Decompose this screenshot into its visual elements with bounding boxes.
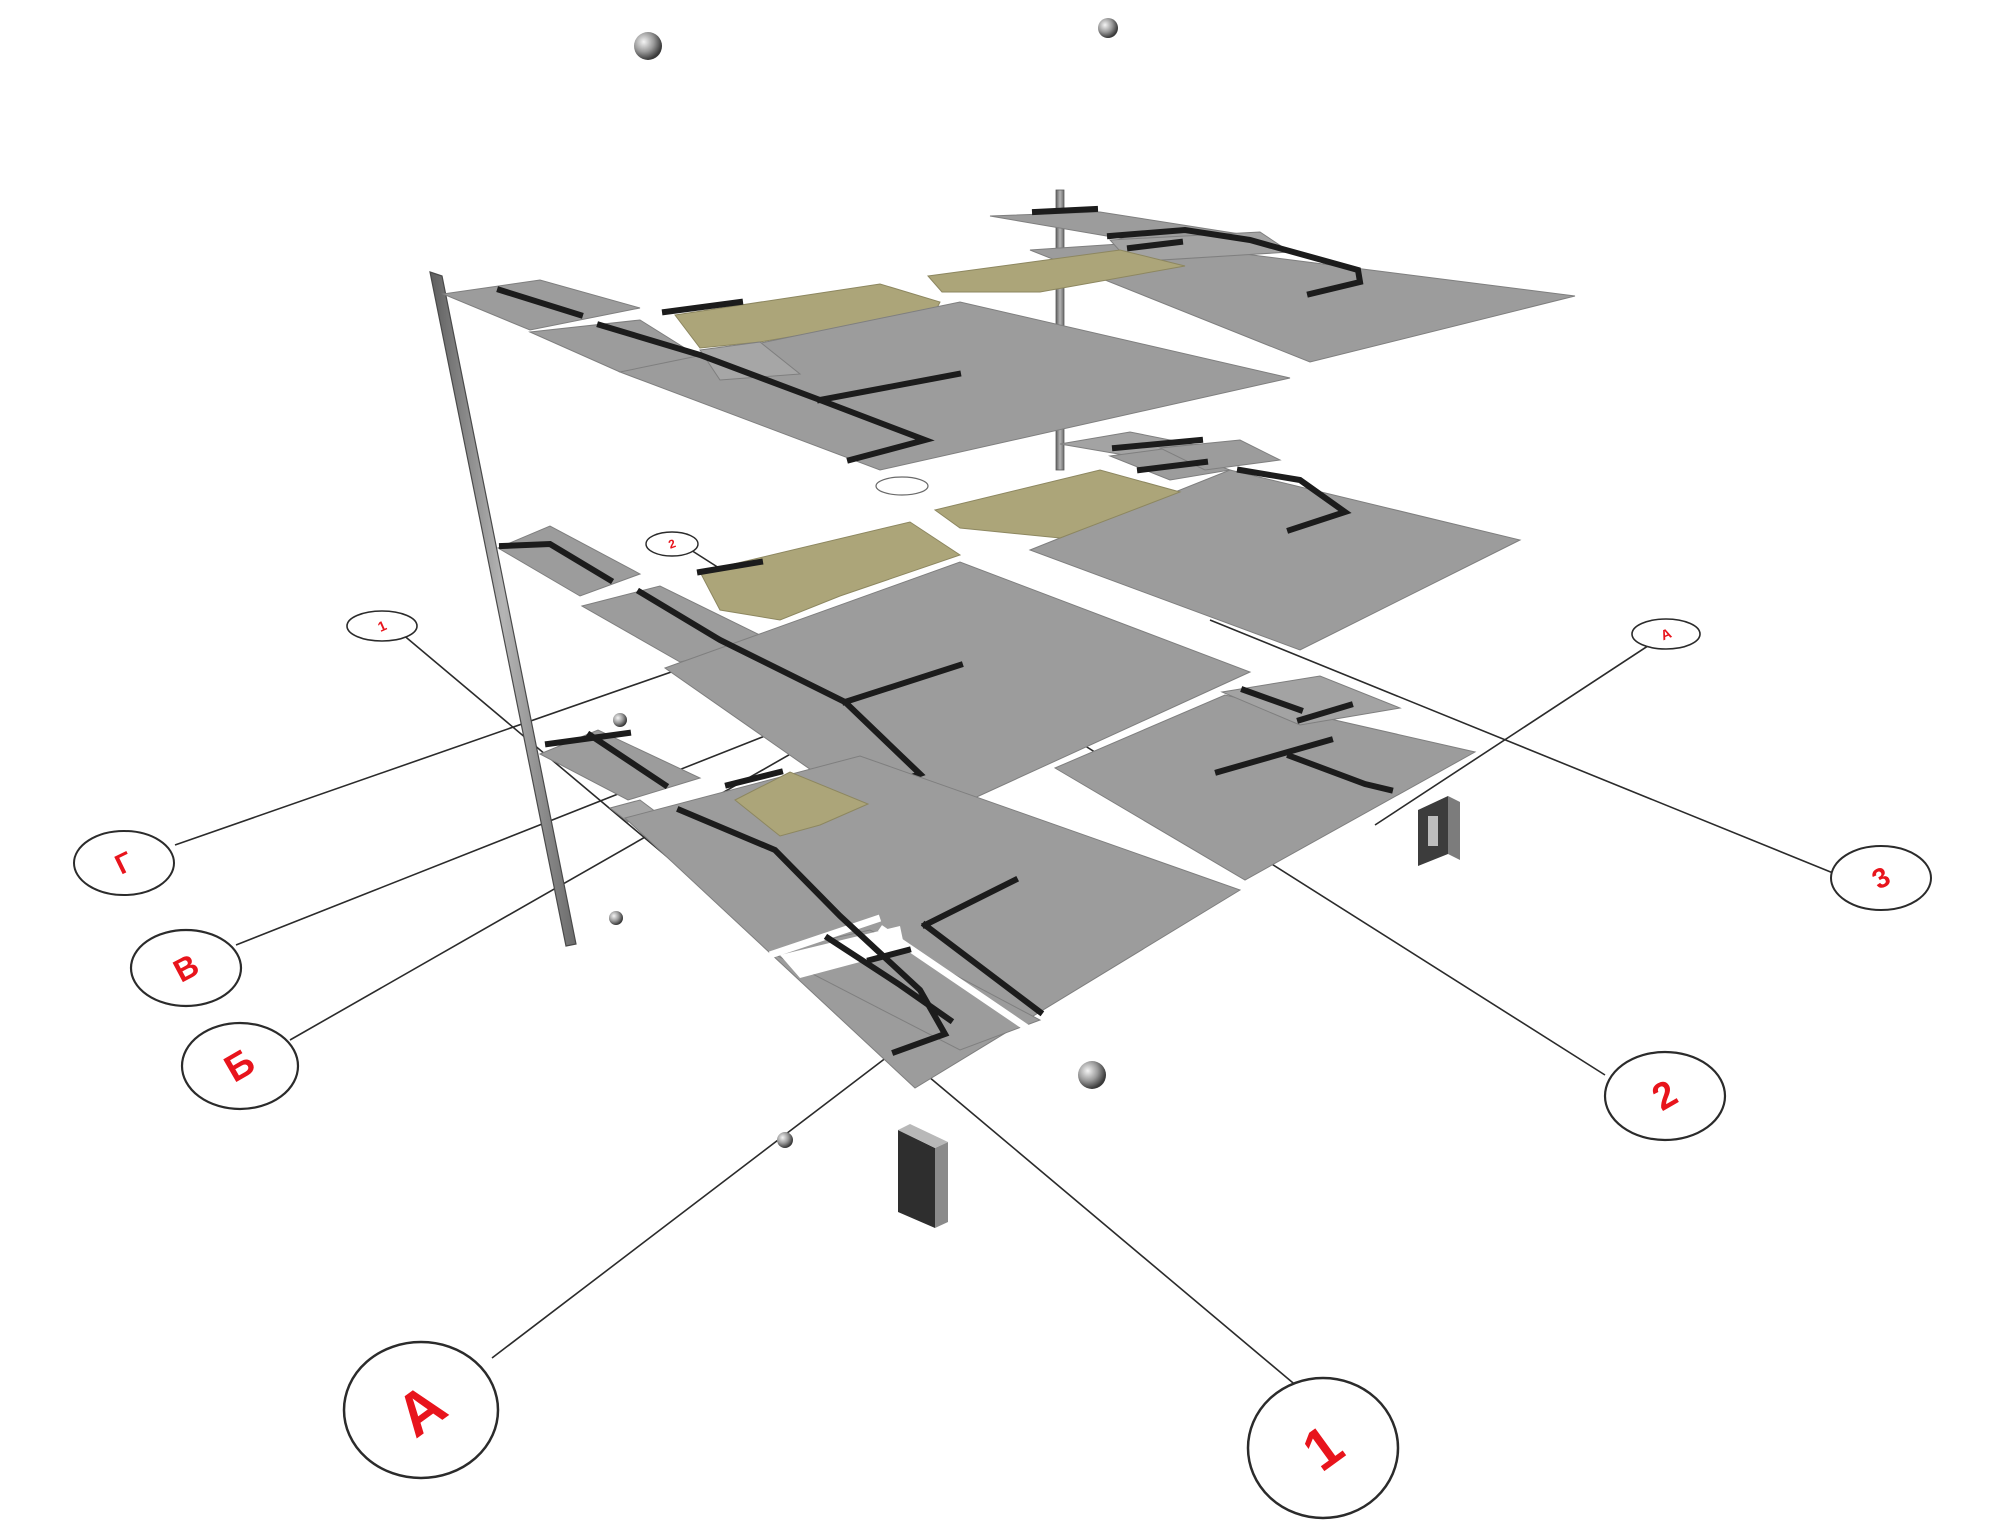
axis-bubble-g: Г xyxy=(73,830,175,896)
axis-label-2-mid: 2 xyxy=(666,536,677,552)
accent-zone xyxy=(699,521,962,621)
axis-bubble-2: 2 xyxy=(1603,1050,1727,1142)
leader-line-axis-b xyxy=(289,719,851,1041)
axis-bubble-b: Б xyxy=(180,1021,300,1111)
slab xyxy=(1029,241,1576,363)
axis-bubble-hidden xyxy=(875,476,929,496)
sphere xyxy=(634,32,662,60)
accent-zone xyxy=(933,469,1182,539)
floor-top xyxy=(441,205,1576,471)
leader-line-axis-v xyxy=(235,729,781,946)
axis-bubble-2-mid: 2 xyxy=(645,531,699,557)
sphere xyxy=(1078,1061,1106,1089)
block-object xyxy=(1418,796,1460,866)
leader-line-axis-g xyxy=(174,654,721,846)
slab xyxy=(618,301,1291,471)
floor-ground xyxy=(538,675,1477,1089)
slab xyxy=(496,525,642,597)
slab xyxy=(780,926,905,978)
slab xyxy=(1220,675,1402,726)
slab xyxy=(1053,694,1477,881)
axis-bubble-a-large: А xyxy=(342,1340,500,1480)
leader-line-axis-a-small xyxy=(1374,637,1661,826)
sphere xyxy=(777,1132,793,1148)
axis-bubble-3: 3 xyxy=(1830,845,1932,911)
slab xyxy=(1129,599,1171,627)
walls-top xyxy=(496,205,1364,464)
accent-zone xyxy=(927,249,1186,293)
axis-bubbles: А 1 Б В Г 2 3 1 xyxy=(73,476,1932,1520)
gaps xyxy=(768,771,1247,1033)
sphere xyxy=(1098,18,1118,38)
block-object xyxy=(898,1124,948,1228)
sphere xyxy=(613,713,627,727)
sphere xyxy=(609,911,623,925)
axis-bubble-v: В xyxy=(129,928,243,1008)
axis-bubble-1-small: 1 xyxy=(346,610,418,642)
slab xyxy=(699,341,802,381)
accent-zone xyxy=(734,771,870,837)
leader-line-axis-3 xyxy=(1209,619,1839,876)
axis-bubble-a-small: А xyxy=(1631,618,1701,650)
walls-ground xyxy=(544,686,1394,1056)
axis-bubble-1-large: 1 xyxy=(1246,1376,1400,1520)
scene-objects xyxy=(609,18,1460,1228)
floor-middle xyxy=(496,431,1522,833)
